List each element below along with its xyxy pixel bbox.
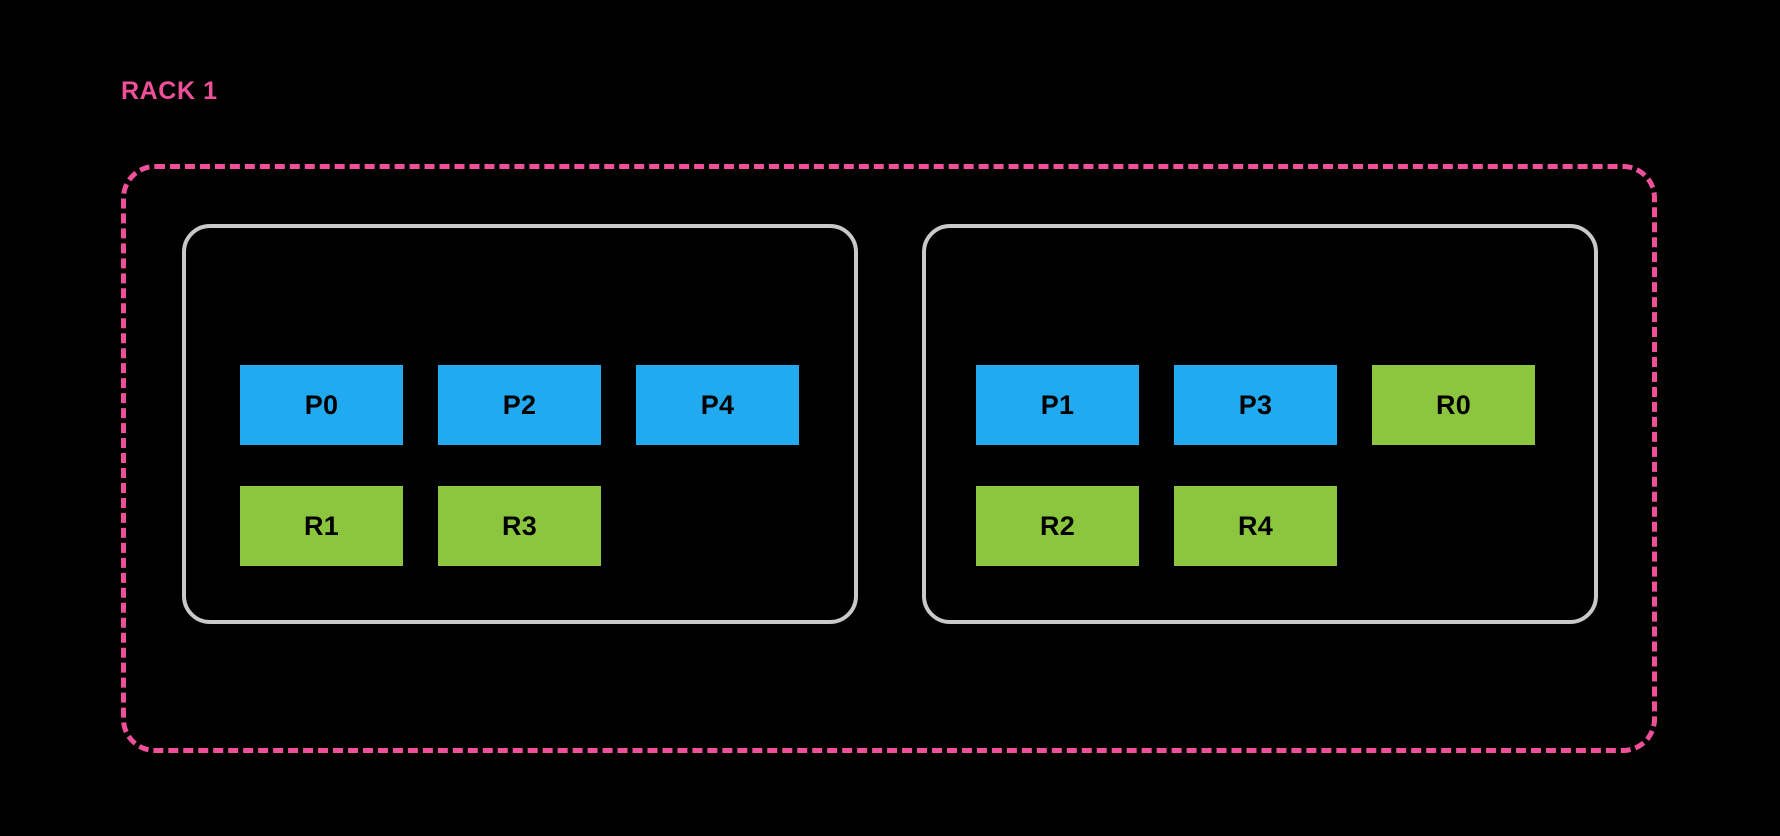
partition-chip-p0: P0 [240,365,403,445]
rack-label: RACK 1 [121,77,218,105]
replica-chip-r0: R0 [1372,365,1535,445]
partition-chip-p4: P4 [636,365,799,445]
partition-chip-p1: P1 [976,365,1139,445]
replica-chip-r1: R1 [240,486,403,566]
replica-chip-r4: R4 [1174,486,1337,566]
replica-chip-r3: R3 [438,486,601,566]
partition-chip-p3: P3 [1174,365,1337,445]
partition-chip-p2: P2 [438,365,601,445]
rack-boundary [121,164,1657,753]
replica-chip-r2: R2 [976,486,1139,566]
